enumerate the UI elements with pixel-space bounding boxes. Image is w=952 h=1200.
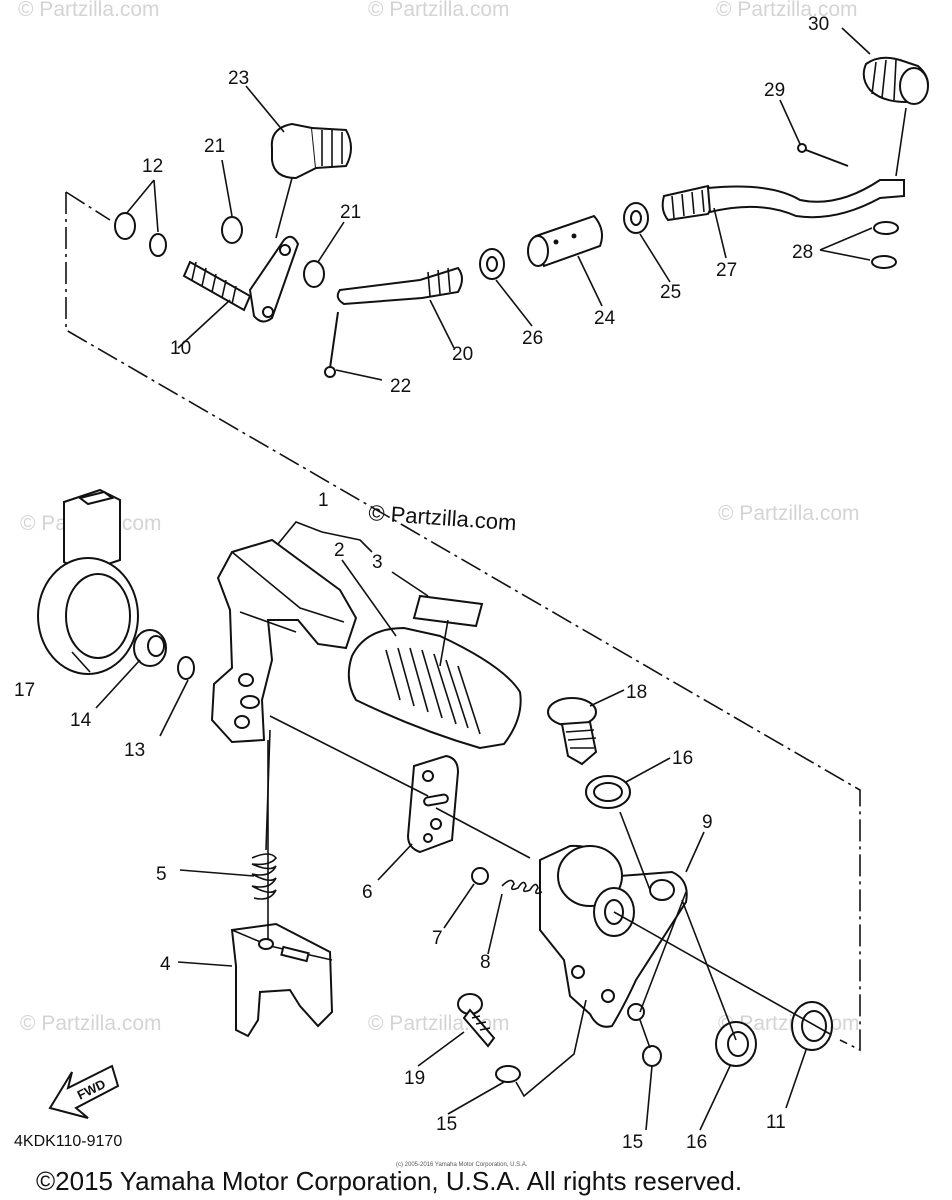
copyright: ©2015 Yamaha Motor Corporation, U.S.A. A…	[36, 1166, 742, 1196]
callout-19: 19	[404, 1068, 425, 1089]
callout-27: 27	[716, 260, 737, 281]
washer-11-hole	[801, 1010, 827, 1042]
washer-21a	[221, 216, 243, 244]
callout-20: 20	[452, 344, 473, 365]
watermark: © Partzilla.com	[368, 0, 510, 21]
joint-24	[527, 214, 603, 268]
pin-29	[805, 149, 849, 167]
watermark: © Partzilla.com	[20, 1012, 162, 1035]
screw-18	[547, 697, 598, 766]
callout-6: 6	[362, 882, 373, 903]
callout-14: 14	[70, 710, 92, 731]
plate-6	[406, 754, 460, 854]
washer-21b	[303, 260, 325, 288]
callout-11: 11	[766, 1112, 786, 1133]
label-3	[412, 594, 484, 628]
washer-13	[177, 656, 195, 680]
callout-21b: 21	[340, 202, 361, 223]
callout-9: 9	[702, 812, 713, 833]
callout-7: 7	[432, 928, 443, 949]
callout-24: 24	[594, 308, 616, 329]
washer-15b	[642, 1045, 662, 1067]
rod-20	[336, 266, 463, 306]
diagram-code: 4KDK110-9170	[14, 1133, 122, 1150]
callout-1: 1	[318, 490, 329, 511]
nut-26-hole	[486, 256, 498, 272]
assembly-outline-top	[65, 191, 111, 221]
callout-16a: 16	[672, 748, 693, 769]
leader-30-27	[895, 107, 907, 177]
ball-7	[471, 867, 489, 885]
washer-12a	[114, 212, 136, 240]
callout-25: 25	[660, 282, 681, 303]
fwd-arrow: FWD	[48, 1064, 120, 1119]
callout-23: 23	[228, 68, 249, 89]
washer-16a-hole	[593, 782, 623, 802]
washer-15a	[495, 1065, 521, 1083]
callout-5: 5	[156, 864, 167, 885]
washer-28b	[871, 255, 897, 269]
bolt-19	[457, 993, 496, 1048]
collar-14-hole	[147, 635, 165, 657]
callout-15a: 15	[436, 1114, 457, 1135]
nut-25-hole	[630, 210, 642, 226]
washer-28a	[873, 221, 899, 235]
callout-22: 22	[390, 376, 411, 397]
callout-30: 30	[808, 14, 829, 35]
washer-16b-hole	[727, 1031, 749, 1057]
leader-3-2	[439, 619, 449, 667]
rod-27	[661, 179, 905, 222]
bracket-1	[210, 538, 358, 744]
spring-5	[251, 729, 278, 900]
shift-shaft-10	[182, 235, 300, 323]
washer-12b	[149, 233, 167, 257]
assembly-lines	[267, 715, 831, 1098]
callout-2: 2	[334, 540, 345, 561]
callout-18: 18	[626, 682, 647, 703]
bushing-23	[270, 122, 352, 180]
watermark: © Partzilla.com	[718, 502, 860, 525]
callout-28: 28	[792, 242, 813, 263]
callout-3: 3	[372, 552, 383, 573]
callout-leaders	[71, 27, 873, 1131]
callout-17: 17	[14, 680, 35, 701]
watermark: © Partzilla.com	[716, 0, 858, 21]
pin-22	[329, 311, 339, 369]
callout-13: 13	[124, 740, 145, 761]
callout-4: 4	[160, 954, 171, 975]
ring-handle-17	[37, 488, 139, 675]
callouts: 1 2 3 4 5 6 7 8 9 10 11 12 13 14 15 15 1…	[14, 14, 829, 1153]
callout-10: 10	[170, 338, 191, 359]
assembly-outline	[65, 192, 861, 1052]
callout-8: 8	[480, 952, 491, 973]
callout-15b: 15	[622, 1132, 643, 1153]
callout-26: 26	[522, 328, 543, 349]
watermark: © Partzilla.com	[18, 0, 160, 21]
grip-2	[347, 626, 522, 750]
callout-21a: 21	[204, 136, 225, 157]
callout-12: 12	[142, 156, 163, 177]
callout-16b: 16	[686, 1132, 707, 1153]
pin-22-head	[324, 366, 336, 378]
bushing-30	[862, 56, 929, 105]
pin-29-head	[797, 143, 807, 153]
callout-29: 29	[764, 80, 785, 101]
lever-4	[230, 922, 334, 1038]
spring-8	[501, 879, 543, 895]
bracket-9	[539, 844, 688, 1028]
center-watermark: © Partzilla.com	[368, 500, 518, 535]
small-notice: (c) 2005-2016 Yamaha Motor Corporation, …	[396, 1162, 528, 1168]
leader-23-10	[275, 177, 293, 239]
